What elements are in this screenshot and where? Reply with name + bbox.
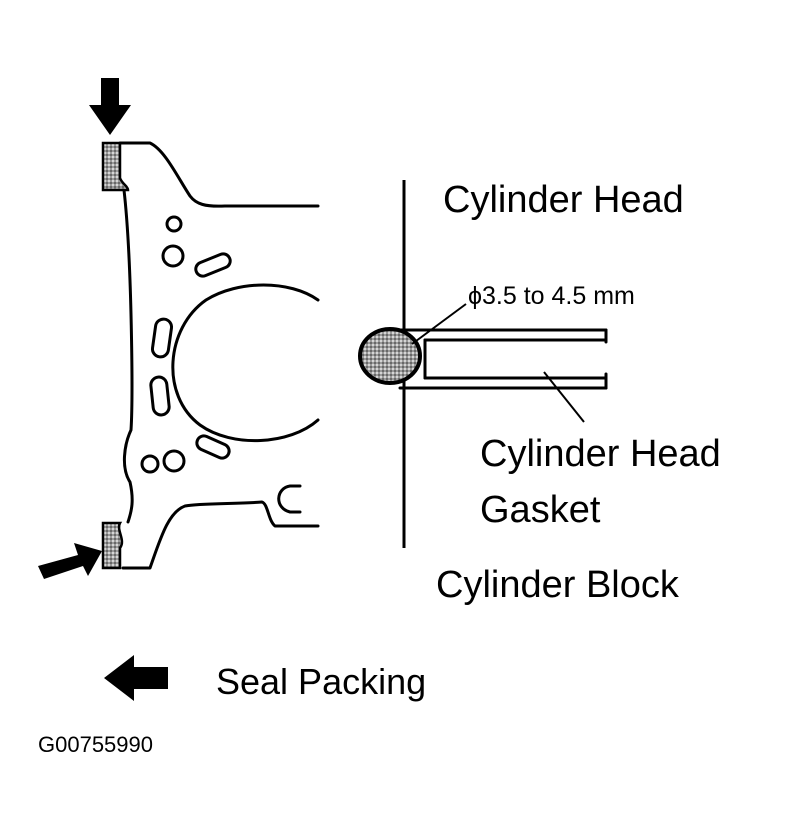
application-arrows <box>38 78 131 579</box>
legend: Seal Packing <box>104 655 426 702</box>
diagonal-arrow-icon <box>38 543 102 579</box>
cylinder-head-label: Cylinder Head <box>443 179 684 221</box>
legend-seal-packing-label: Seal Packing <box>216 661 426 702</box>
gasket-holes <box>140 215 186 474</box>
seal-bead <box>358 327 422 385</box>
leader-lines <box>411 303 585 423</box>
figure-id: G00755990 <box>38 732 153 757</box>
gasket-label-line1: Cylinder Head <box>480 433 721 475</box>
left-arrow-icon <box>104 655 168 701</box>
gasket-label-line2: Gasket <box>480 489 601 531</box>
cylinder-block-label: Cylinder Block <box>436 564 680 606</box>
head-gasket-section <box>398 328 608 390</box>
down-arrow-icon <box>89 78 131 135</box>
cylinder-head-outline <box>118 141 320 570</box>
seal-packing-bars <box>101 141 130 570</box>
gasket-slots <box>149 252 232 460</box>
bead-dimension-label: ϕ3.5 to 4.5 mm <box>468 282 635 310</box>
